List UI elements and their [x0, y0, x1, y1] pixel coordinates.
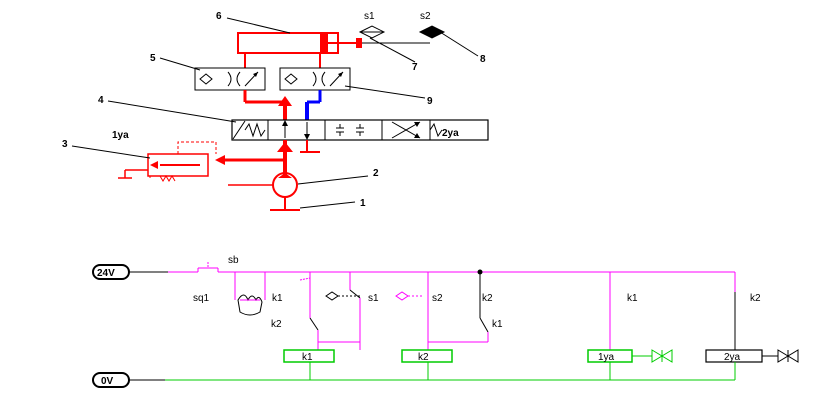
k1-contact-label-a: k1	[272, 293, 283, 304]
limit-switch-s1: s1	[358, 11, 386, 39]
k1-contact-label-b: k1	[492, 319, 503, 330]
sq1-label: sq1	[193, 293, 210, 304]
callout-8: 8	[480, 54, 486, 65]
s1-label: s1	[364, 11, 375, 22]
k2-contact-label-b: k2	[482, 293, 493, 304]
branch-1ya: k1 1ya	[587, 272, 673, 380]
coil-k1-label: k1	[302, 352, 313, 363]
branch-k2: s2 k2 k1	[395, 272, 503, 350]
s2-contact-label: s2	[432, 293, 443, 304]
s2-label: s2	[420, 11, 431, 22]
callout-7: 7	[412, 62, 418, 73]
callout-2: 2	[373, 168, 379, 179]
coil-k2: k2	[401, 349, 453, 380]
callout-3: 3	[62, 139, 68, 150]
sb-label: sb	[228, 255, 239, 266]
coil-k2-label: k2	[418, 352, 429, 363]
callout-6: 6	[216, 11, 222, 22]
rail-0v-label: 0V	[101, 376, 114, 387]
callout-1: 1	[360, 198, 366, 209]
rail-24v-label: 24V	[97, 268, 115, 279]
branch-2ya: k2 2ya	[705, 272, 799, 380]
k1-contact-label-c: k1	[627, 293, 638, 304]
hydraulic-pump	[228, 172, 300, 211]
k2-contact-label-a: k2	[271, 319, 282, 330]
coil-1ya-label: 1ya	[598, 352, 615, 363]
branch-s1: s1	[318, 272, 379, 350]
hydraulic-cylinder	[237, 32, 430, 54]
limit-switch-s2: s2	[418, 11, 446, 39]
directional-valve: 2ya	[231, 119, 489, 141]
solenoid-2ya-valve-label: 2ya	[442, 128, 459, 139]
throttle-check-valve-left	[194, 67, 266, 91]
s1-contact-label: s1	[368, 293, 379, 304]
relief-valve	[118, 141, 217, 182]
callouts: 1 2 3 4 5 6 7 8 9	[62, 11, 486, 209]
rail-24v: 24V sb	[92, 255, 735, 280]
callout-5: 5	[150, 53, 156, 64]
coil-k1: k1	[283, 349, 335, 380]
callout-4: 4	[98, 95, 104, 106]
solenoid-1ya-label: 1ya	[112, 130, 129, 141]
branch-k1: sq1 k1 k2	[193, 272, 319, 380]
rail-0v: 0V	[92, 372, 735, 388]
coil-2ya-label: 2ya	[724, 352, 741, 363]
callout-9: 9	[427, 96, 433, 107]
throttle-check-valve-right	[279, 67, 351, 91]
k2-contact-label-c: k2	[750, 293, 761, 304]
